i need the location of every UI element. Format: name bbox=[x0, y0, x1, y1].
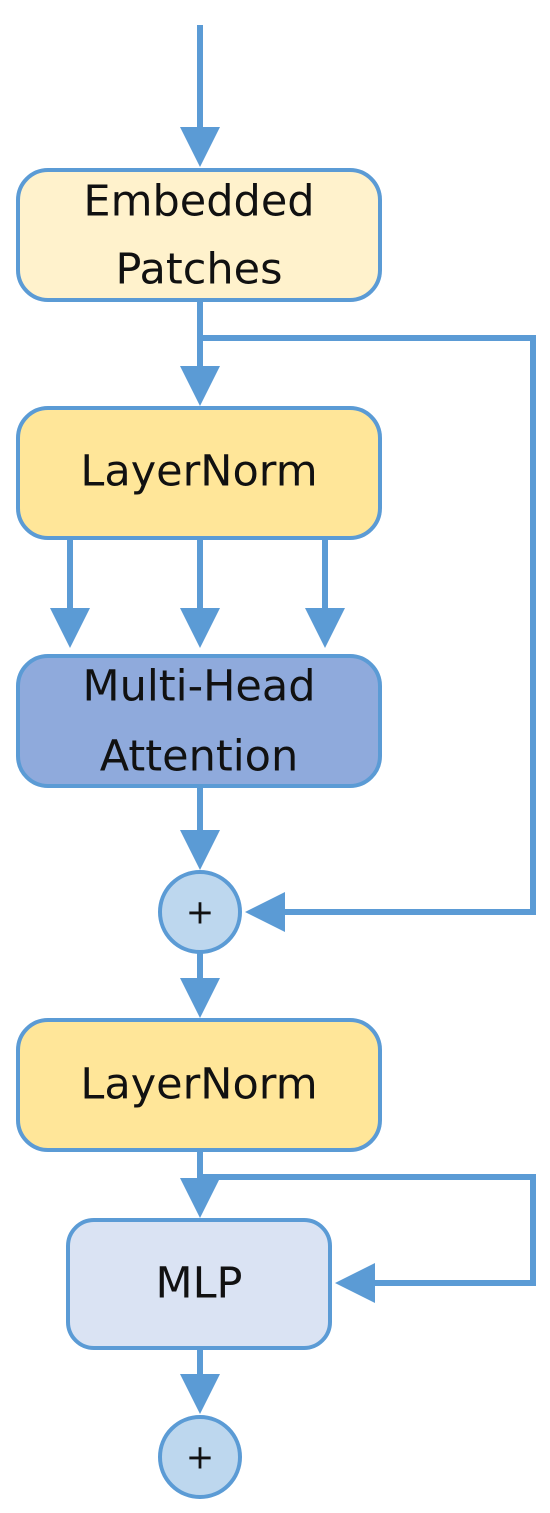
arrowhead-attn-center bbox=[180, 608, 220, 648]
embedded-patches-block: Embedded Patches bbox=[16, 168, 382, 302]
attention-label-line2: Attention bbox=[100, 732, 298, 782]
add-node-2-circle bbox=[158, 1415, 242, 1499]
arrowhead-skip2 bbox=[335, 1263, 375, 1303]
arrowhead-attn-left bbox=[50, 608, 90, 648]
mlp-block: MLP bbox=[66, 1218, 332, 1350]
add-node-2: + bbox=[158, 1415, 242, 1499]
mlp-label: MLP bbox=[156, 1259, 243, 1309]
connectors bbox=[67, 25, 536, 1378]
arrowhead-norm2 bbox=[180, 978, 220, 1018]
attention-label-line1: Multi-Head bbox=[82, 662, 315, 712]
add-node-2-plus: + bbox=[186, 1438, 215, 1478]
arrowhead-attn-right bbox=[305, 608, 345, 648]
layernorm-2-label: LayerNorm bbox=[80, 1060, 317, 1110]
arrowheads bbox=[50, 127, 375, 1414]
add-node-1-circle bbox=[158, 870, 242, 954]
attention-block: Multi-Head Attention bbox=[16, 654, 382, 788]
layernorm-1-label: LayerNorm bbox=[80, 447, 317, 497]
embedded-patches-label-line1: Embedded bbox=[83, 177, 314, 227]
layernorm-2-box bbox=[16, 1018, 382, 1152]
layernorm-1-block: LayerNorm bbox=[16, 406, 382, 540]
residual-skip-2-line bbox=[200, 1174, 536, 1286]
embedded-patches-label-line2: Patches bbox=[116, 245, 283, 295]
embedded-patches-box bbox=[16, 168, 382, 302]
add-node-1: + bbox=[158, 870, 242, 954]
attention-box bbox=[16, 654, 382, 788]
layernorm-2-block: LayerNorm bbox=[16, 1018, 382, 1152]
arrowhead-norm1 bbox=[180, 366, 220, 406]
arrowhead-input bbox=[180, 127, 220, 167]
arrowhead-skip1 bbox=[245, 892, 285, 932]
arrowhead-add1 bbox=[180, 830, 220, 870]
arrowhead-mlp bbox=[180, 1178, 220, 1218]
add-node-1-plus: + bbox=[186, 893, 215, 933]
mlp-box bbox=[66, 1218, 332, 1350]
layernorm-1-box bbox=[16, 406, 382, 540]
arrowhead-add2 bbox=[180, 1374, 220, 1414]
residual-skip-1-line bbox=[200, 335, 536, 915]
